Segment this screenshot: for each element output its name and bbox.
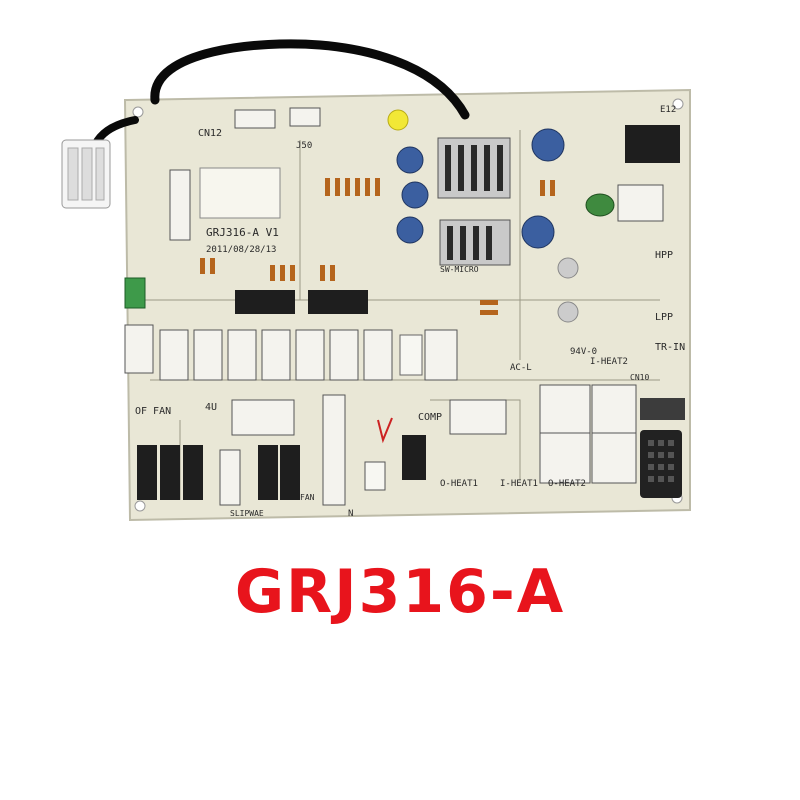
- ic-chip: [308, 290, 368, 314]
- cn10-label: CN10: [630, 373, 649, 382]
- plug-connector: [61, 139, 111, 209]
- white-header: [219, 449, 241, 506]
- i-heat1-label: I-HEAT1: [500, 479, 538, 489]
- o-heat2-label: O-HEAT2: [548, 479, 586, 489]
- electrolytic-capacitors: [396, 128, 579, 323]
- comp-label: COMP: [418, 412, 442, 423]
- relay-row: [124, 324, 458, 381]
- small-connector: [617, 184, 664, 222]
- 4u-label: 4U: [205, 402, 217, 413]
- white-header: [322, 394, 346, 506]
- mount-hole: [134, 500, 146, 512]
- e12-label: E12: [660, 105, 676, 115]
- 94v0-label: 94V-0: [570, 347, 597, 357]
- slipwae-label: SLIPWAE: [230, 509, 264, 518]
- fuse-area: [449, 399, 507, 435]
- terminal-block: [640, 430, 682, 498]
- small-component: [364, 461, 386, 491]
- hpp-label: HPP: [655, 250, 673, 261]
- wire-harness: [150, 39, 470, 120]
- product-caption: GRJ316-A: [234, 557, 566, 627]
- j50-connector: [289, 107, 321, 127]
- film-capacitor: [585, 193, 615, 217]
- power-relays: [539, 384, 637, 484]
- j50-label: J50: [296, 141, 312, 151]
- black-film-caps: [137, 435, 426, 500]
- i-heat2-label: I-HEAT2: [590, 357, 628, 367]
- sw-micro-label: SW-MICRO: [440, 265, 479, 274]
- dark-connector: [640, 398, 685, 420]
- mount-hole: [672, 98, 684, 110]
- fan-label: FAN: [300, 493, 315, 502]
- o-heat1-label: O-HEAT1: [440, 479, 478, 489]
- white-block: [399, 334, 423, 376]
- cn12-connector: [234, 109, 276, 129]
- yellow-capacitor: [387, 109, 409, 131]
- eeprom-label: [199, 167, 281, 219]
- top-right-connector: [625, 125, 680, 163]
- n-label: N: [348, 509, 353, 519]
- handwritten-mark: [377, 417, 393, 444]
- cn12-label: CN12: [198, 128, 222, 139]
- labeled-capacitor: [231, 399, 295, 436]
- green-connector: [124, 277, 146, 309]
- date-silkscreen: 2011/08/28/13: [206, 245, 276, 255]
- ic-chip: [235, 290, 295, 314]
- heatsink: [437, 137, 511, 266]
- ac-l-label: AC-L: [510, 363, 532, 373]
- tr-in-label: TR-IN: [655, 342, 685, 353]
- model-silkscreen: GRJ316-A V1: [206, 226, 279, 239]
- of-fan-label: OF FAN: [135, 406, 171, 417]
- mount-hole: [132, 106, 144, 118]
- resistor-array: [200, 178, 555, 315]
- lpp-label: LPP: [655, 312, 673, 323]
- ic-chip: [169, 169, 191, 241]
